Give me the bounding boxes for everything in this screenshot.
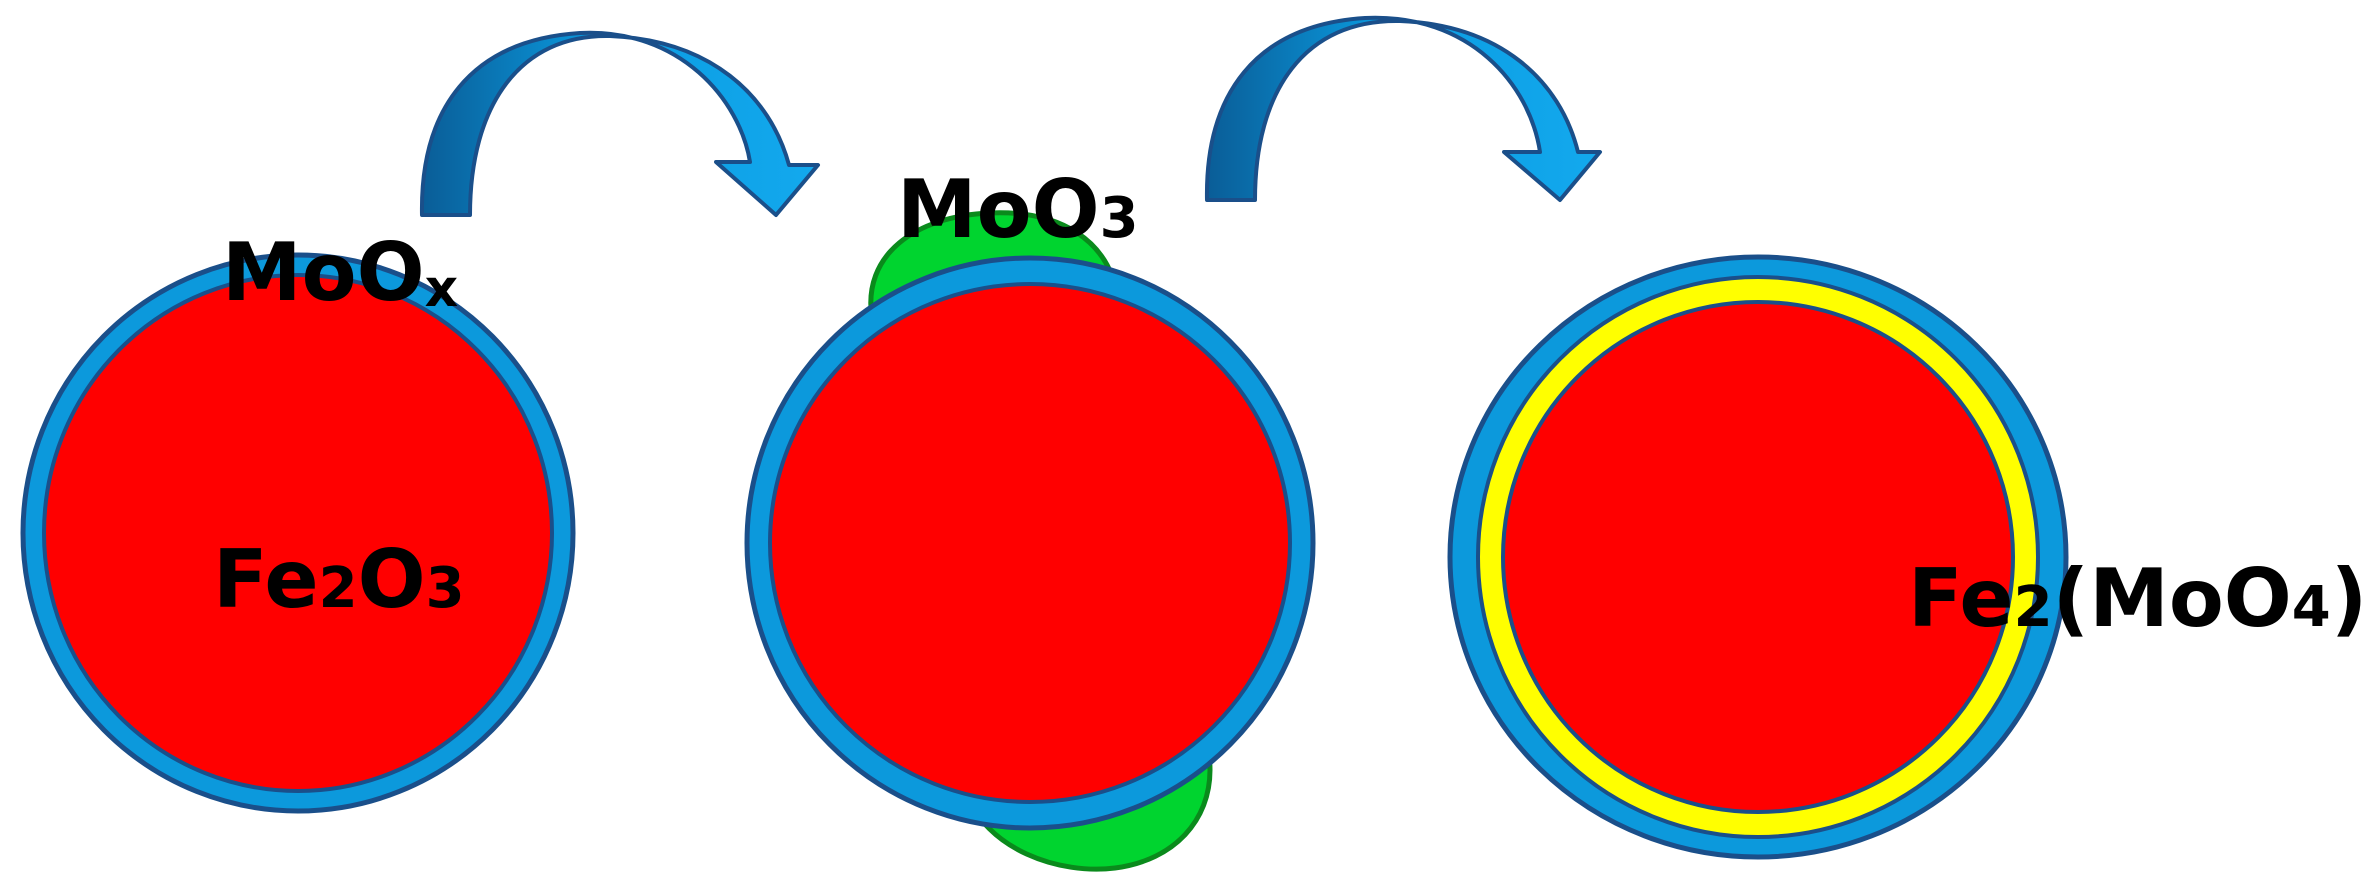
curved-arrow-down-icon xyxy=(1204,15,1602,202)
label-moox: MoOx xyxy=(222,226,458,319)
particle-with-moo3-patches: MoO3 xyxy=(744,163,1316,872)
label-moo3: MoO3 xyxy=(897,163,1139,256)
fe2o3-core xyxy=(42,273,554,793)
particle-fe2moo43: Fe2(MoO4)3 xyxy=(1447,254,2369,860)
fe2o3-core-2 xyxy=(768,282,1292,804)
particle-fe2o3-moox: MoOx Fe2O3 xyxy=(20,226,576,814)
label-fe2o3: Fe2O3 xyxy=(213,533,465,626)
curved-arrow-down-icon xyxy=(419,30,820,217)
label-fe2moo43: Fe2(MoO4)3 xyxy=(1908,552,2369,645)
fe2o3-core-3 xyxy=(1501,300,2015,814)
